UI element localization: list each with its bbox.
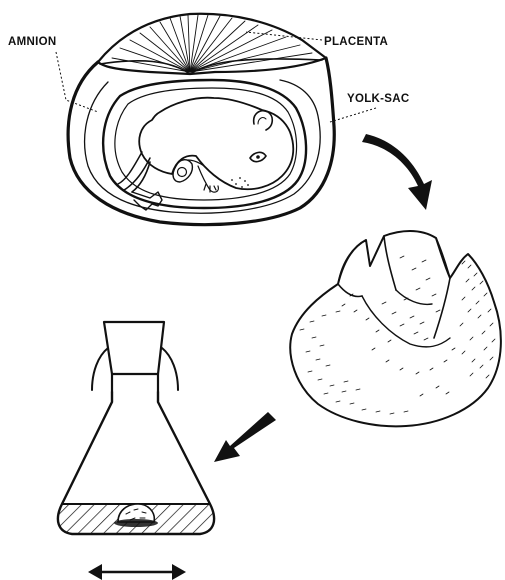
label-yolk-sac: YOLK-SAC <box>330 93 409 122</box>
label-amnion: AMNION <box>8 36 98 112</box>
curved-arrow-icon <box>362 134 432 210</box>
label-placenta: PLACENTA <box>246 32 388 48</box>
yolk-sac-label: YOLK-SAC <box>347 93 409 105</box>
straight-arrow-icon <box>214 412 276 462</box>
excised-tissue <box>290 231 501 426</box>
culture-flask <box>58 322 214 534</box>
double-headed-arrow-icon <box>88 564 186 580</box>
flask-stopper <box>104 322 164 374</box>
embryo <box>118 98 293 210</box>
amnion-label: AMNION <box>8 36 56 48</box>
placenta-label: PLACENTA <box>324 36 388 48</box>
placenta <box>98 14 326 74</box>
embryo-illustration <box>68 14 334 225</box>
